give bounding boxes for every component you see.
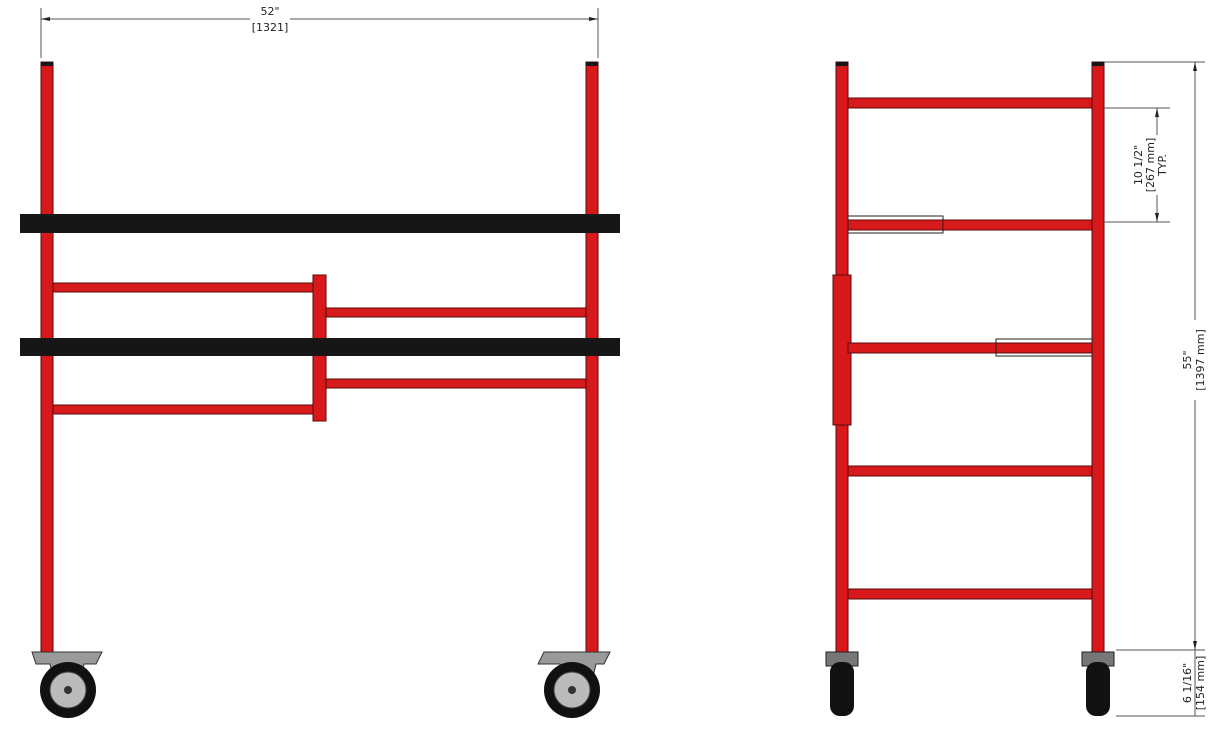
rung-spacing-imperial: 10 1/2"	[1132, 145, 1145, 185]
hook-plate	[995, 338, 1093, 357]
width-metric: [1321]	[252, 21, 289, 34]
caster-left	[31, 651, 103, 718]
rail	[52, 404, 318, 415]
caster-right-side	[1081, 651, 1115, 716]
rung	[847, 219, 1093, 231]
width-dimension: 52" [1321]	[40, 5, 599, 58]
rung	[847, 465, 1093, 477]
right-post	[585, 61, 599, 653]
caster-right	[537, 651, 611, 718]
height-imperial: 55"	[1181, 350, 1194, 369]
platform-board	[20, 338, 620, 356]
rail	[325, 378, 587, 389]
hook-plate	[847, 215, 944, 234]
rung	[847, 97, 1093, 109]
rung	[847, 342, 1093, 354]
right-post	[1091, 61, 1105, 653]
front-view: 52" [1321]	[20, 5, 620, 718]
caster-left-side	[825, 651, 859, 716]
rail	[325, 307, 587, 318]
height-metric: [1397 mm]	[1194, 329, 1207, 391]
rung	[847, 588, 1093, 600]
rail	[52, 282, 318, 293]
height-dimension: 55" [1397 mm]	[1181, 62, 1207, 650]
rung-spacing-metric: [267 mm]	[1144, 138, 1157, 193]
caster-height-imperial: 6 1/16"	[1181, 663, 1194, 703]
caster-height-metric: [154 mm]	[1194, 656, 1207, 711]
platform-board	[20, 214, 620, 233]
caster-height-dimension: 6 1/16" [154 mm]	[1181, 650, 1207, 716]
side-view: 10 1/2" [267 mm] TYP. 55" [1397 mm] 6 1/…	[825, 61, 1207, 717]
rung-spacing-note: TYP.	[1156, 154, 1169, 177]
rung-spacing-dimension: 10 1/2" [267 mm] TYP.	[1132, 108, 1169, 222]
width-imperial: 52"	[260, 5, 279, 18]
left-post	[40, 61, 54, 653]
